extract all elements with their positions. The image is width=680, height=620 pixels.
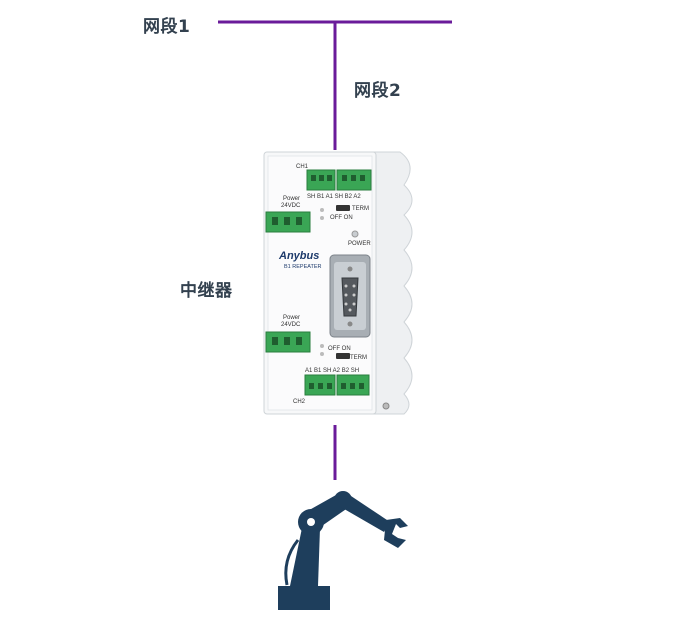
ch2-pin-labels: A1 B1 SH A2 B2 SH [305, 368, 359, 374]
term-bottom-label: TERM [350, 355, 367, 361]
ch1-label: CH1 [296, 164, 309, 170]
segment1-label: 网段1 [143, 17, 191, 37]
term-switch-top[interactable] [336, 205, 350, 211]
ch1-terminal-block [306, 169, 372, 191]
voltage-top-label: 24VDC [281, 203, 301, 209]
model-label: B1 REPEATER [284, 264, 322, 270]
power-bottom-terminal [265, 331, 311, 353]
off-on-bottom-label: OFF ON [328, 346, 351, 352]
term-top-label: TERM [352, 206, 369, 212]
brand-logo: Anybus [278, 250, 319, 262]
ch1-pin-labels: SH B1 A1 SH B2 A2 [307, 194, 361, 200]
power-bottom-label: Power [283, 315, 300, 321]
ch2-terminal-block [304, 374, 370, 396]
off-on-top-label: OFF ON [330, 215, 353, 221]
voltage-bottom-label: 24VDC [281, 322, 301, 328]
ch2-label: CH2 [293, 399, 306, 405]
segment2-label: 网段2 [354, 81, 402, 101]
term-switch-bottom[interactable] [336, 353, 350, 359]
repeater-label: 中继器 [180, 281, 233, 301]
repeater-device: CH1 SH B1 A1 SH B2 A2 Power 24VDC TERM O… [263, 151, 413, 415]
power-led-label: POWER [348, 241, 371, 247]
power-led [351, 230, 359, 238]
db9-connector [329, 254, 371, 338]
power-top-label: Power [283, 196, 300, 202]
power-top-terminal [265, 211, 311, 233]
industrial-robot-arm-icon [278, 491, 408, 610]
